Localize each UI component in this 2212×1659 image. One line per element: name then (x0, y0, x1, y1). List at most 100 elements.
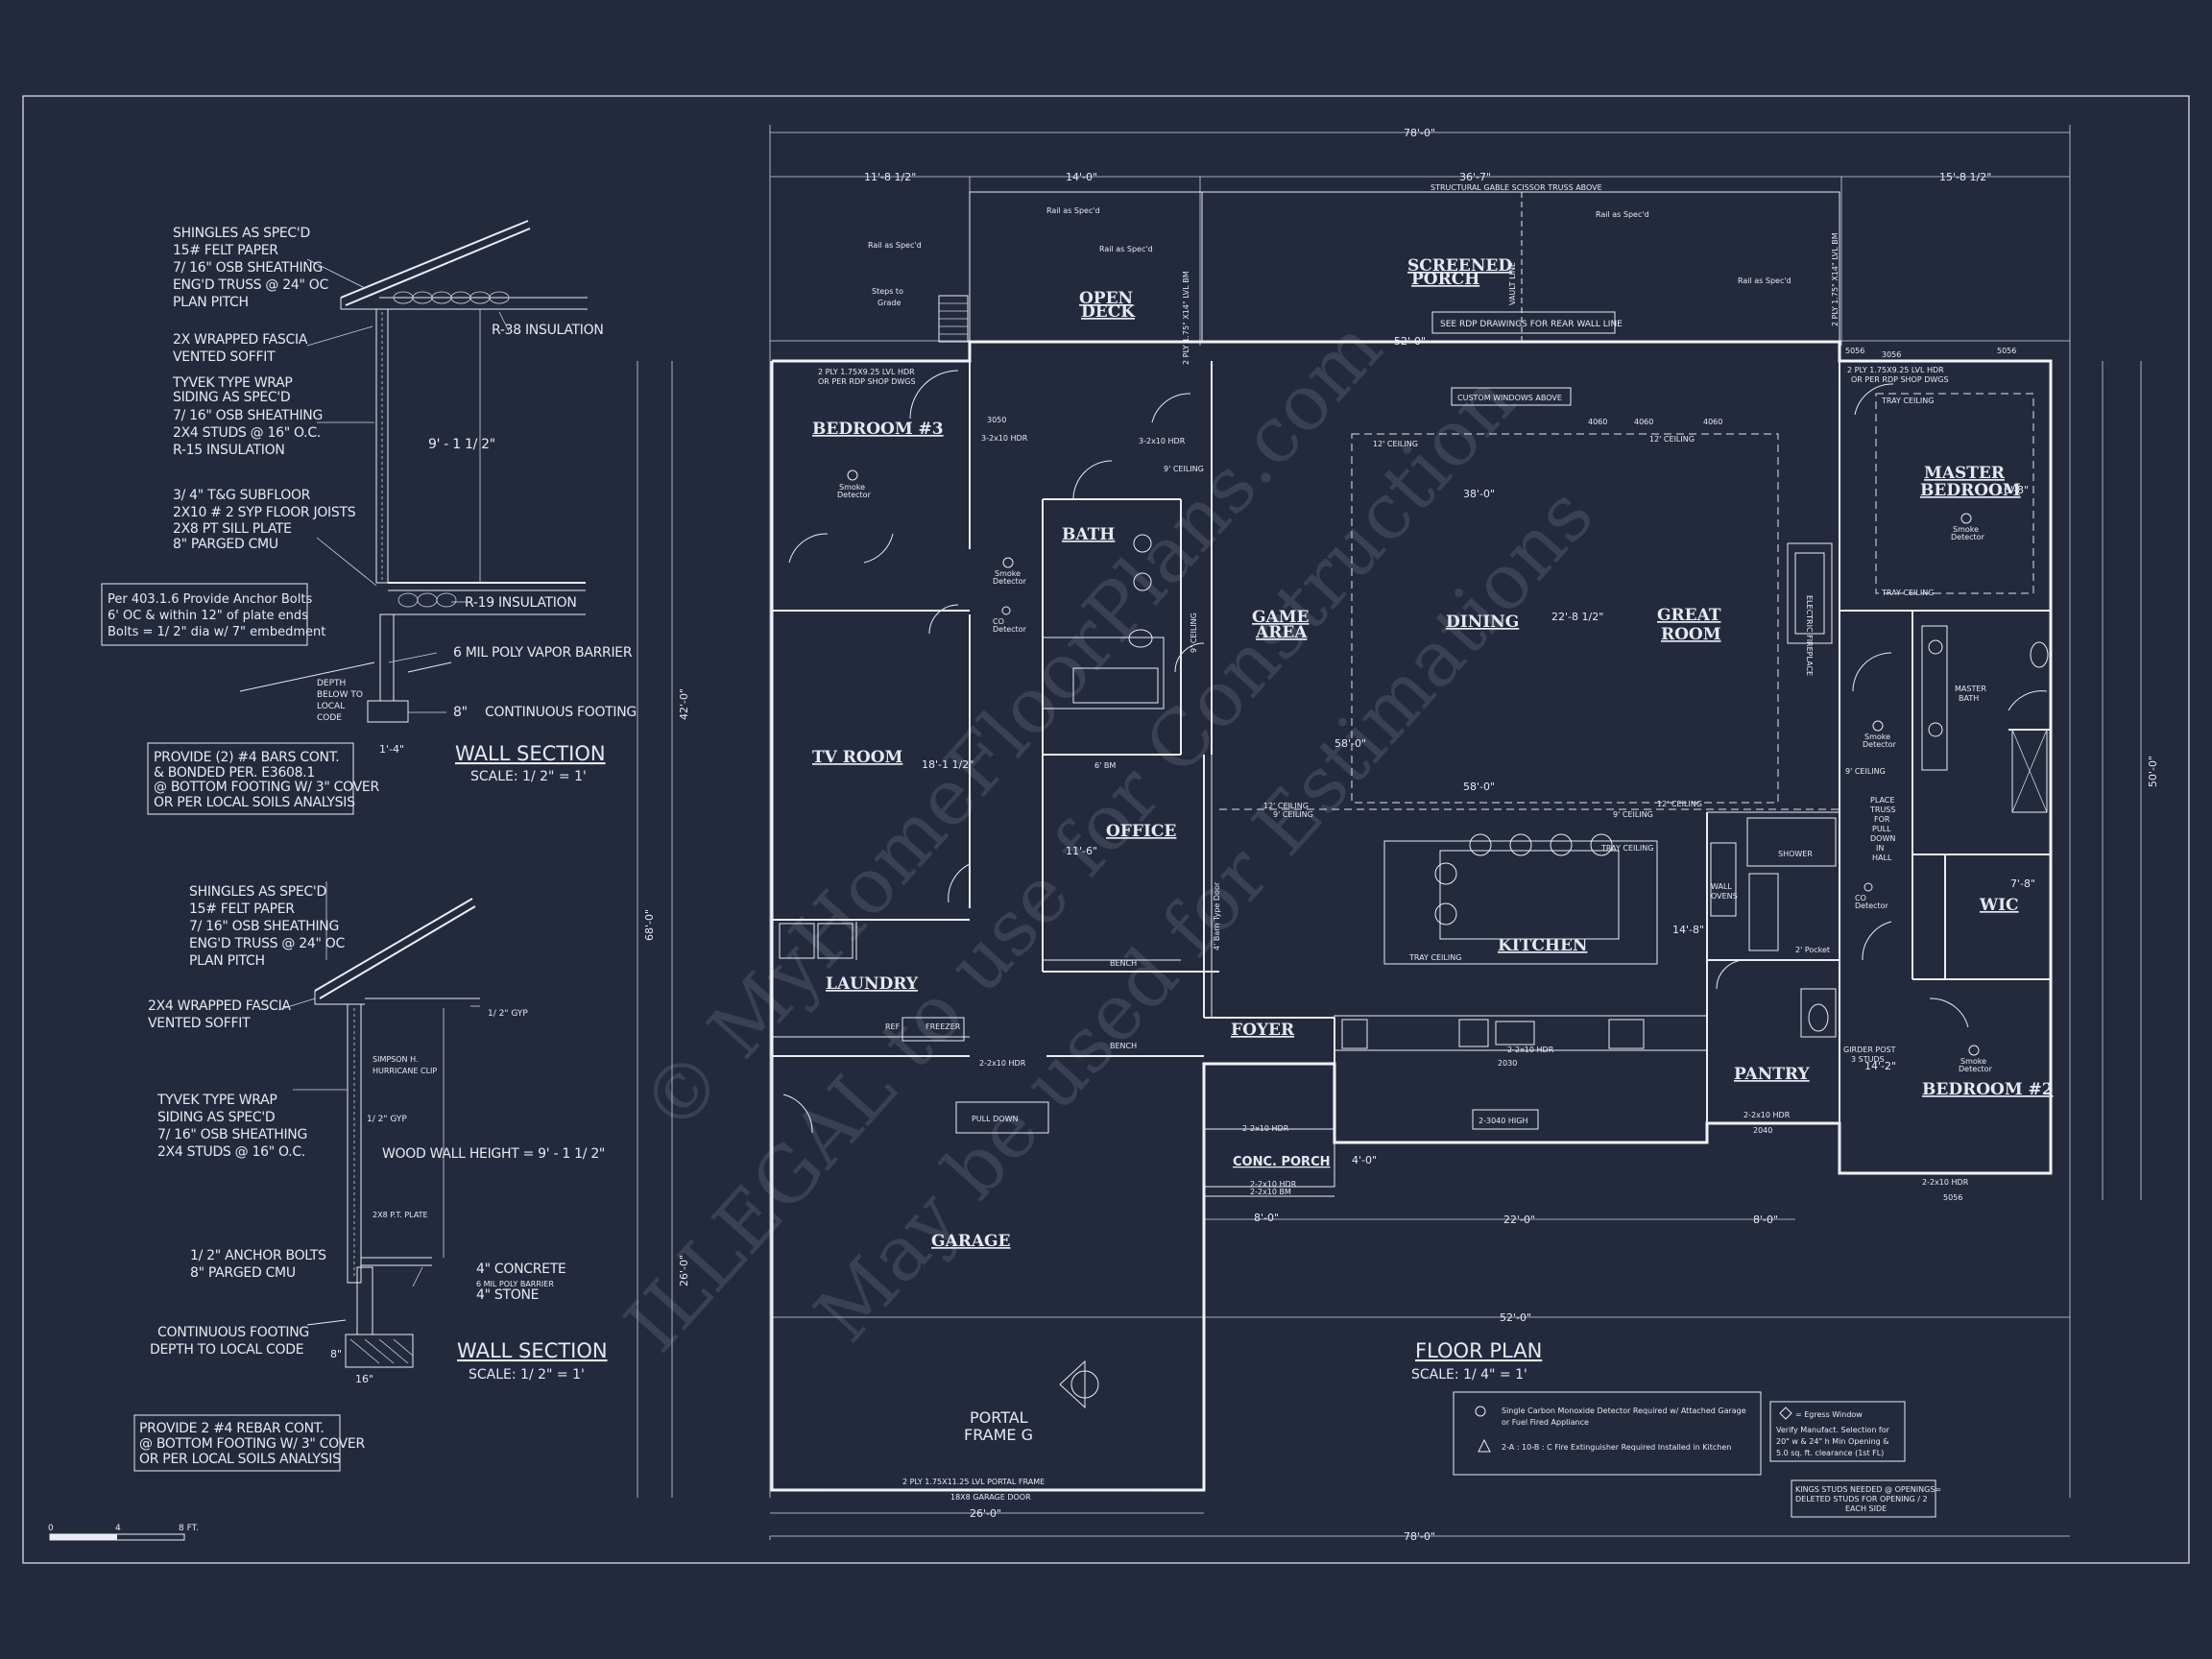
room-wic: WIC (1979, 896, 2019, 915)
custom-windows: CUSTOM WINDOWS ABOVE (1457, 394, 1562, 402)
pull-down-label: PULL DOWN (972, 1115, 1019, 1123)
room-master-bath-1: BATH (1959, 694, 1979, 703)
svg-text:Detector: Detector (1863, 740, 1897, 749)
legend-fire: 2-A : 10-B : C Fire Extinguisher Require… (1502, 1443, 1731, 1452)
ws2-concrete-2: 4" STONE (476, 1287, 539, 1303)
bench-2: BENCH (1110, 1042, 1137, 1050)
legend: Single Carbon Monoxide Detector Required… (1453, 1391, 1941, 1518)
svg-text:Detector: Detector (993, 577, 1027, 586)
pull-hall-3: PULL (1872, 825, 1891, 833)
ws2-note-2: 7/ 16" OSB SHEATHING (189, 919, 339, 934)
floor-plan-title-block: FLOOR PLAN SCALE: 1/ 4" = 1' (1411, 1339, 1542, 1382)
lvl-top-right-1: OR PER RDP SHOP DWGS (1851, 375, 1949, 384)
ws2-title: WALL SECTION (457, 1339, 608, 1362)
legend-co-1: or Fuel Fired Appliance (1502, 1418, 1589, 1427)
room-open-deck-1: DECK (1081, 302, 1136, 322)
dim-top-seg-1: 14'-0" (1066, 171, 1097, 183)
ws1-height: 9' - 1 1/ 2" (428, 437, 495, 452)
rail-5: Rail as Spec'd (1738, 276, 1791, 285)
hdr-3-2x10-b: 3-2x10 HDR (1139, 437, 1186, 445)
svg-text:Smoke: Smoke (1960, 1057, 1986, 1066)
ws1-depth-3: CODE (317, 713, 342, 723)
room-bedroom2: BEDROOM #2 (1922, 1080, 2054, 1099)
dim-wic-7: 7'-8" (2010, 878, 2035, 890)
room-office: OFFICE (1106, 822, 1176, 841)
svg-text:Smoke: Smoke (839, 483, 865, 492)
truss-above: STRUCTURAL GABLE SCISSOR TRUSS ABOVE (1431, 183, 1602, 192)
smoke-detector-5: Smoke Detector (1959, 1045, 1993, 1073)
win-5056-c: 5056 (1943, 1193, 1962, 1202)
ws1-rebar-box (147, 742, 354, 815)
dim-top-seg-2: 36'-7" (1459, 171, 1491, 183)
kitchen-island-area (1383, 840, 1658, 965)
dining-tray (1351, 433, 1779, 804)
hdr-2-2x10-a: 2-2x10 HDR (979, 1059, 1026, 1068)
lvl-top-right-0: 2 PLY 1.75X9.25 LVL HDR (1847, 366, 1944, 374)
svg-text:Detector: Detector (1959, 1065, 1993, 1073)
ws1-depth-1: BELOW TO (317, 690, 363, 700)
egress-box (1769, 1401, 1906, 1462)
ceiling-12b: 12' CEILING (1649, 435, 1695, 444)
kings-0: KINGS STUDS NEEDED @ OPENINGS= (1795, 1485, 1941, 1494)
svg-text:Smoke: Smoke (1953, 525, 1979, 534)
ws2-anchor-1: 8" PARGED CMU (190, 1265, 296, 1281)
ws1-fascia-1: VENTED SOFFIT (173, 349, 276, 365)
floor-plan-title: FLOOR PLAN (1415, 1339, 1542, 1362)
dim-left-house: 42'-0" (678, 688, 690, 720)
room-laundry: LAUNDRY (826, 974, 919, 994)
dim-garage-w: 26'-0" (970, 1507, 1001, 1520)
wall-ovens-0: WALL (1711, 882, 1732, 891)
ws2-footing-w: 16" (355, 1373, 373, 1385)
portal-beam: 2 PLY 1.75X11.25 LVL PORTAL FRAME (902, 1478, 1045, 1486)
ws2-siding-2: 7/ 16" OSB SHEATHING (157, 1127, 307, 1142)
garage-door-label: 18X8 GARAGE DOOR (950, 1493, 1031, 1502)
egress-title: = Egress Window (1795, 1410, 1863, 1419)
bm-2-2x10: 2-2x10 BM (1250, 1188, 1291, 1196)
ws1-anchor-box (101, 583, 308, 646)
barn-door-label: 4' Barn Type Door (1213, 881, 1221, 950)
svg-text:Smoke: Smoke (1864, 733, 1890, 741)
kitchen-island (1439, 850, 1620, 940)
rail-2: Rail as Spec'd (1099, 245, 1153, 253)
vault-line: VAULT LINE (1508, 262, 1517, 305)
wall-section-1: SHINGLES AS SPEC'D 15# FELT PAPER 7/ 16"… (101, 220, 637, 815)
hdr-2-2x10-c: 2-2x10 HDR (1250, 1180, 1297, 1189)
girder-1: 3 STUDS (1851, 1055, 1885, 1064)
floor-plan-scale: SCALE: 1/ 4" = 1' (1411, 1367, 1527, 1382)
hdr-2-2x10-d: 2-2x10 HDR (1507, 1046, 1554, 1054)
ws2-anchor-0: 1/ 2" ANCHOR BOLTS (190, 1248, 326, 1263)
ws2-rebar-box (133, 1414, 341, 1472)
win-2040: 2040 (1753, 1126, 1772, 1135)
ws1-floor-1: 2X10 # 2 SYP FLOOR JOISTS (173, 505, 356, 520)
ws1-note-3: ENG'D TRUSS @ 24" OC (173, 277, 328, 293)
ws2-note-1: 15# FELT PAPER (189, 902, 295, 917)
room-bath: BATH (1062, 525, 1115, 544)
dim-dining-58a: 58'-0" (1334, 737, 1366, 750)
ws1-siding-4: R-15 INSULATION (173, 443, 285, 458)
egress-1: 20" w & 24" h Min Opening & (1776, 1437, 1889, 1446)
portal-1: FRAME G (964, 1426, 1033, 1444)
pull-hall-1: TRUSS (1869, 805, 1895, 814)
svg-text:Detector: Detector (837, 491, 872, 499)
ws2-fascia-1: VENTED SOFFIT (148, 1016, 251, 1031)
win-3050: 3050 (987, 416, 1006, 424)
room-kitchen: KITCHEN (1498, 936, 1587, 955)
bar-scale-4: 4 (115, 1524, 121, 1533)
legend-co-0: Single Carbon Monoxide Detector Required… (1502, 1407, 1746, 1415)
fireplace-label: ELECTRIC FIREPLACE (1805, 595, 1814, 676)
ws1-rebar-1: & BONDED PER. E3608.1 (154, 765, 315, 781)
ceiling-9d: 9' CEILING (1845, 767, 1886, 776)
dim-left-garage: 26'-0" (678, 1255, 690, 1286)
ws2-footing-h: 8" (330, 1348, 342, 1360)
dim-pantry-8: 8'-0" (1753, 1214, 1778, 1226)
svg-text:CO: CO (993, 617, 1004, 626)
lvl-beam-right: 2 PLY 1.75" X14" LVL BM (1831, 232, 1839, 326)
ws2-siding-1: SIDING AS SPEC'D (157, 1110, 275, 1125)
ws2-plate: 2X8 P.T. PLATE (373, 1211, 428, 1219)
watermark-line2: ILLEGAL to use for Construction (608, 356, 1531, 1368)
kings-2: EACH SIDE (1845, 1504, 1887, 1513)
rdp-note: SEE RDP DRAWINGS FOR REAR WALL LINE (1440, 320, 1623, 329)
room-bedroom3: BEDROOM #3 (812, 420, 944, 439)
kings-box (1791, 1479, 1936, 1518)
